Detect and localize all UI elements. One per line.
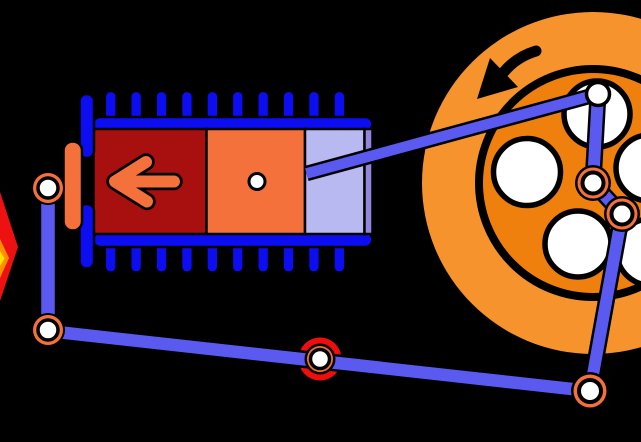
rotation-arrow-head <box>477 58 518 99</box>
flame-core <box>0 251 5 266</box>
flywheel-inner-ring <box>475 65 641 301</box>
pin <box>36 318 60 342</box>
bearing-pin-joint <box>304 343 336 375</box>
gas-flow-arrow-icon <box>106 153 183 211</box>
finned-cylinder <box>50 89 374 274</box>
pin <box>577 378 603 404</box>
flame-outer <box>0 192 18 301</box>
pin <box>580 170 606 196</box>
pin <box>609 201 635 227</box>
yoke-pin-joint <box>31 171 65 205</box>
displacer-pin <box>247 172 267 191</box>
displacer-yoke <box>62 140 84 232</box>
end-flange-upper <box>78 92 96 160</box>
pin <box>36 176 60 200</box>
displacer-drive-rod-bar <box>584 208 628 397</box>
burner-flame-icon <box>0 192 18 301</box>
flywheel-hole <box>490 135 564 209</box>
rocker-right-pin-joint <box>571 372 609 410</box>
flywheel-hole <box>542 208 614 280</box>
rocker-left-pin-joint <box>31 313 65 347</box>
crankshaft-center-joint <box>575 165 611 201</box>
crank-pin-1-joint <box>584 80 612 108</box>
power-piston <box>303 127 366 236</box>
flywheel-hole <box>613 133 641 203</box>
rotation-arrow-tail <box>497 45 542 79</box>
crank-pin-2-joint <box>604 196 640 232</box>
connecting-rod-bar <box>305 88 600 179</box>
pin <box>308 347 332 371</box>
displacer-drive-rod <box>581 205 631 400</box>
power-piston-face <box>363 127 374 236</box>
gas-arrow <box>109 156 180 208</box>
connecting-rod <box>304 86 601 181</box>
rotation-arrow-icon <box>477 45 542 99</box>
